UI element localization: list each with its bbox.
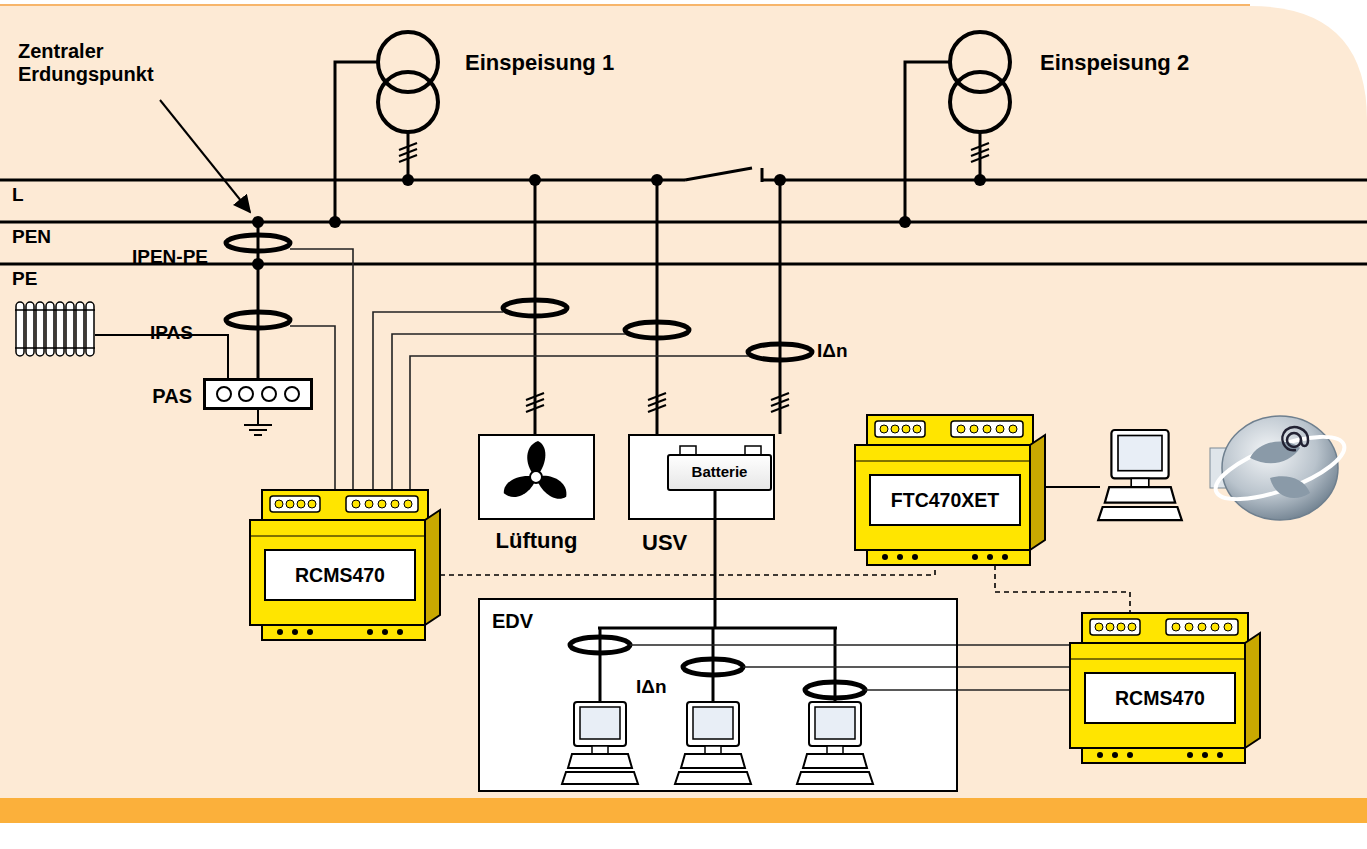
node-label: EDV (492, 610, 533, 633)
callout-text: Zentraler Erdungspunkt (18, 40, 168, 86)
conductor-name: PEN (12, 226, 51, 248)
bus-link (440, 565, 935, 575)
gateway-device: FTC470XET (855, 415, 1045, 565)
it-area: EDV (478, 598, 958, 792)
node-label: Einspeisung 2 (1040, 50, 1189, 75)
node-label: USV (642, 530, 687, 555)
current-name: IPAS (150, 322, 193, 344)
conductor-name: PE (12, 268, 37, 290)
node-label: RCMS470 (1085, 673, 1235, 723)
node-label: RCMS470 (265, 550, 415, 600)
node-label: Einspeisung 1 (465, 50, 614, 75)
fan-box: Lüftung (478, 434, 595, 520)
battery: Batterie (668, 455, 771, 490)
node-label: Lüftung (478, 528, 595, 553)
conductor-name: L (12, 184, 24, 206)
node-label: Batterie (668, 463, 771, 480)
ups-box: USVBatterie (628, 434, 775, 520)
current-name: IΔn (817, 340, 848, 362)
monitor-device: RCMS470 (1070, 613, 1260, 763)
current-name: IPEN-PE (132, 246, 208, 268)
bus-link (995, 565, 1130, 613)
current-name: IΔn (636, 676, 667, 698)
power-wire (714, 520, 717, 598)
node-label: PAS (152, 385, 192, 408)
monitor-device: RCMS470 (250, 490, 440, 640)
transformer: Einspeisung 1 (370, 28, 700, 146)
terminal-bar: PAS (203, 378, 313, 410)
node-label: FTC470XET (870, 475, 1020, 525)
transformer: Einspeisung 2 (942, 28, 1272, 146)
